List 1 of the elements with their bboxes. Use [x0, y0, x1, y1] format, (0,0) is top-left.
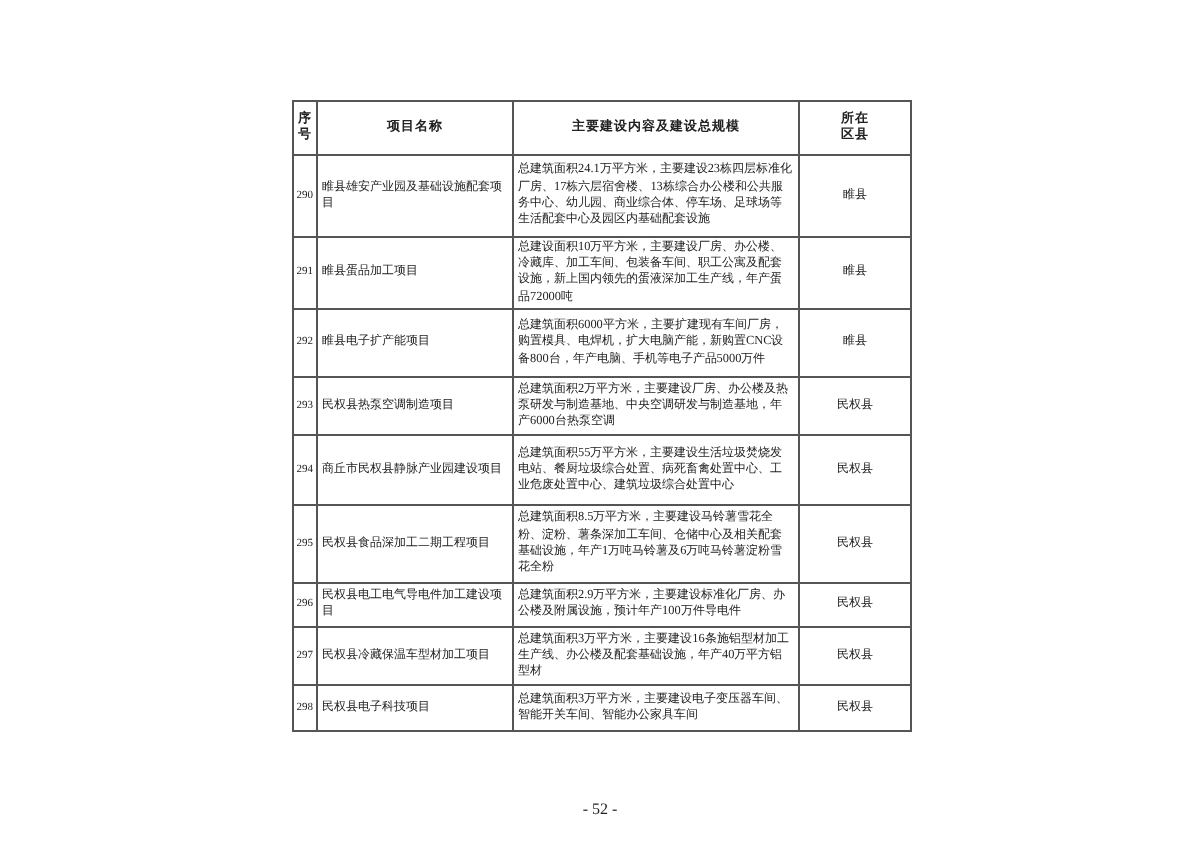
page-number: - 52 -	[580, 800, 620, 818]
